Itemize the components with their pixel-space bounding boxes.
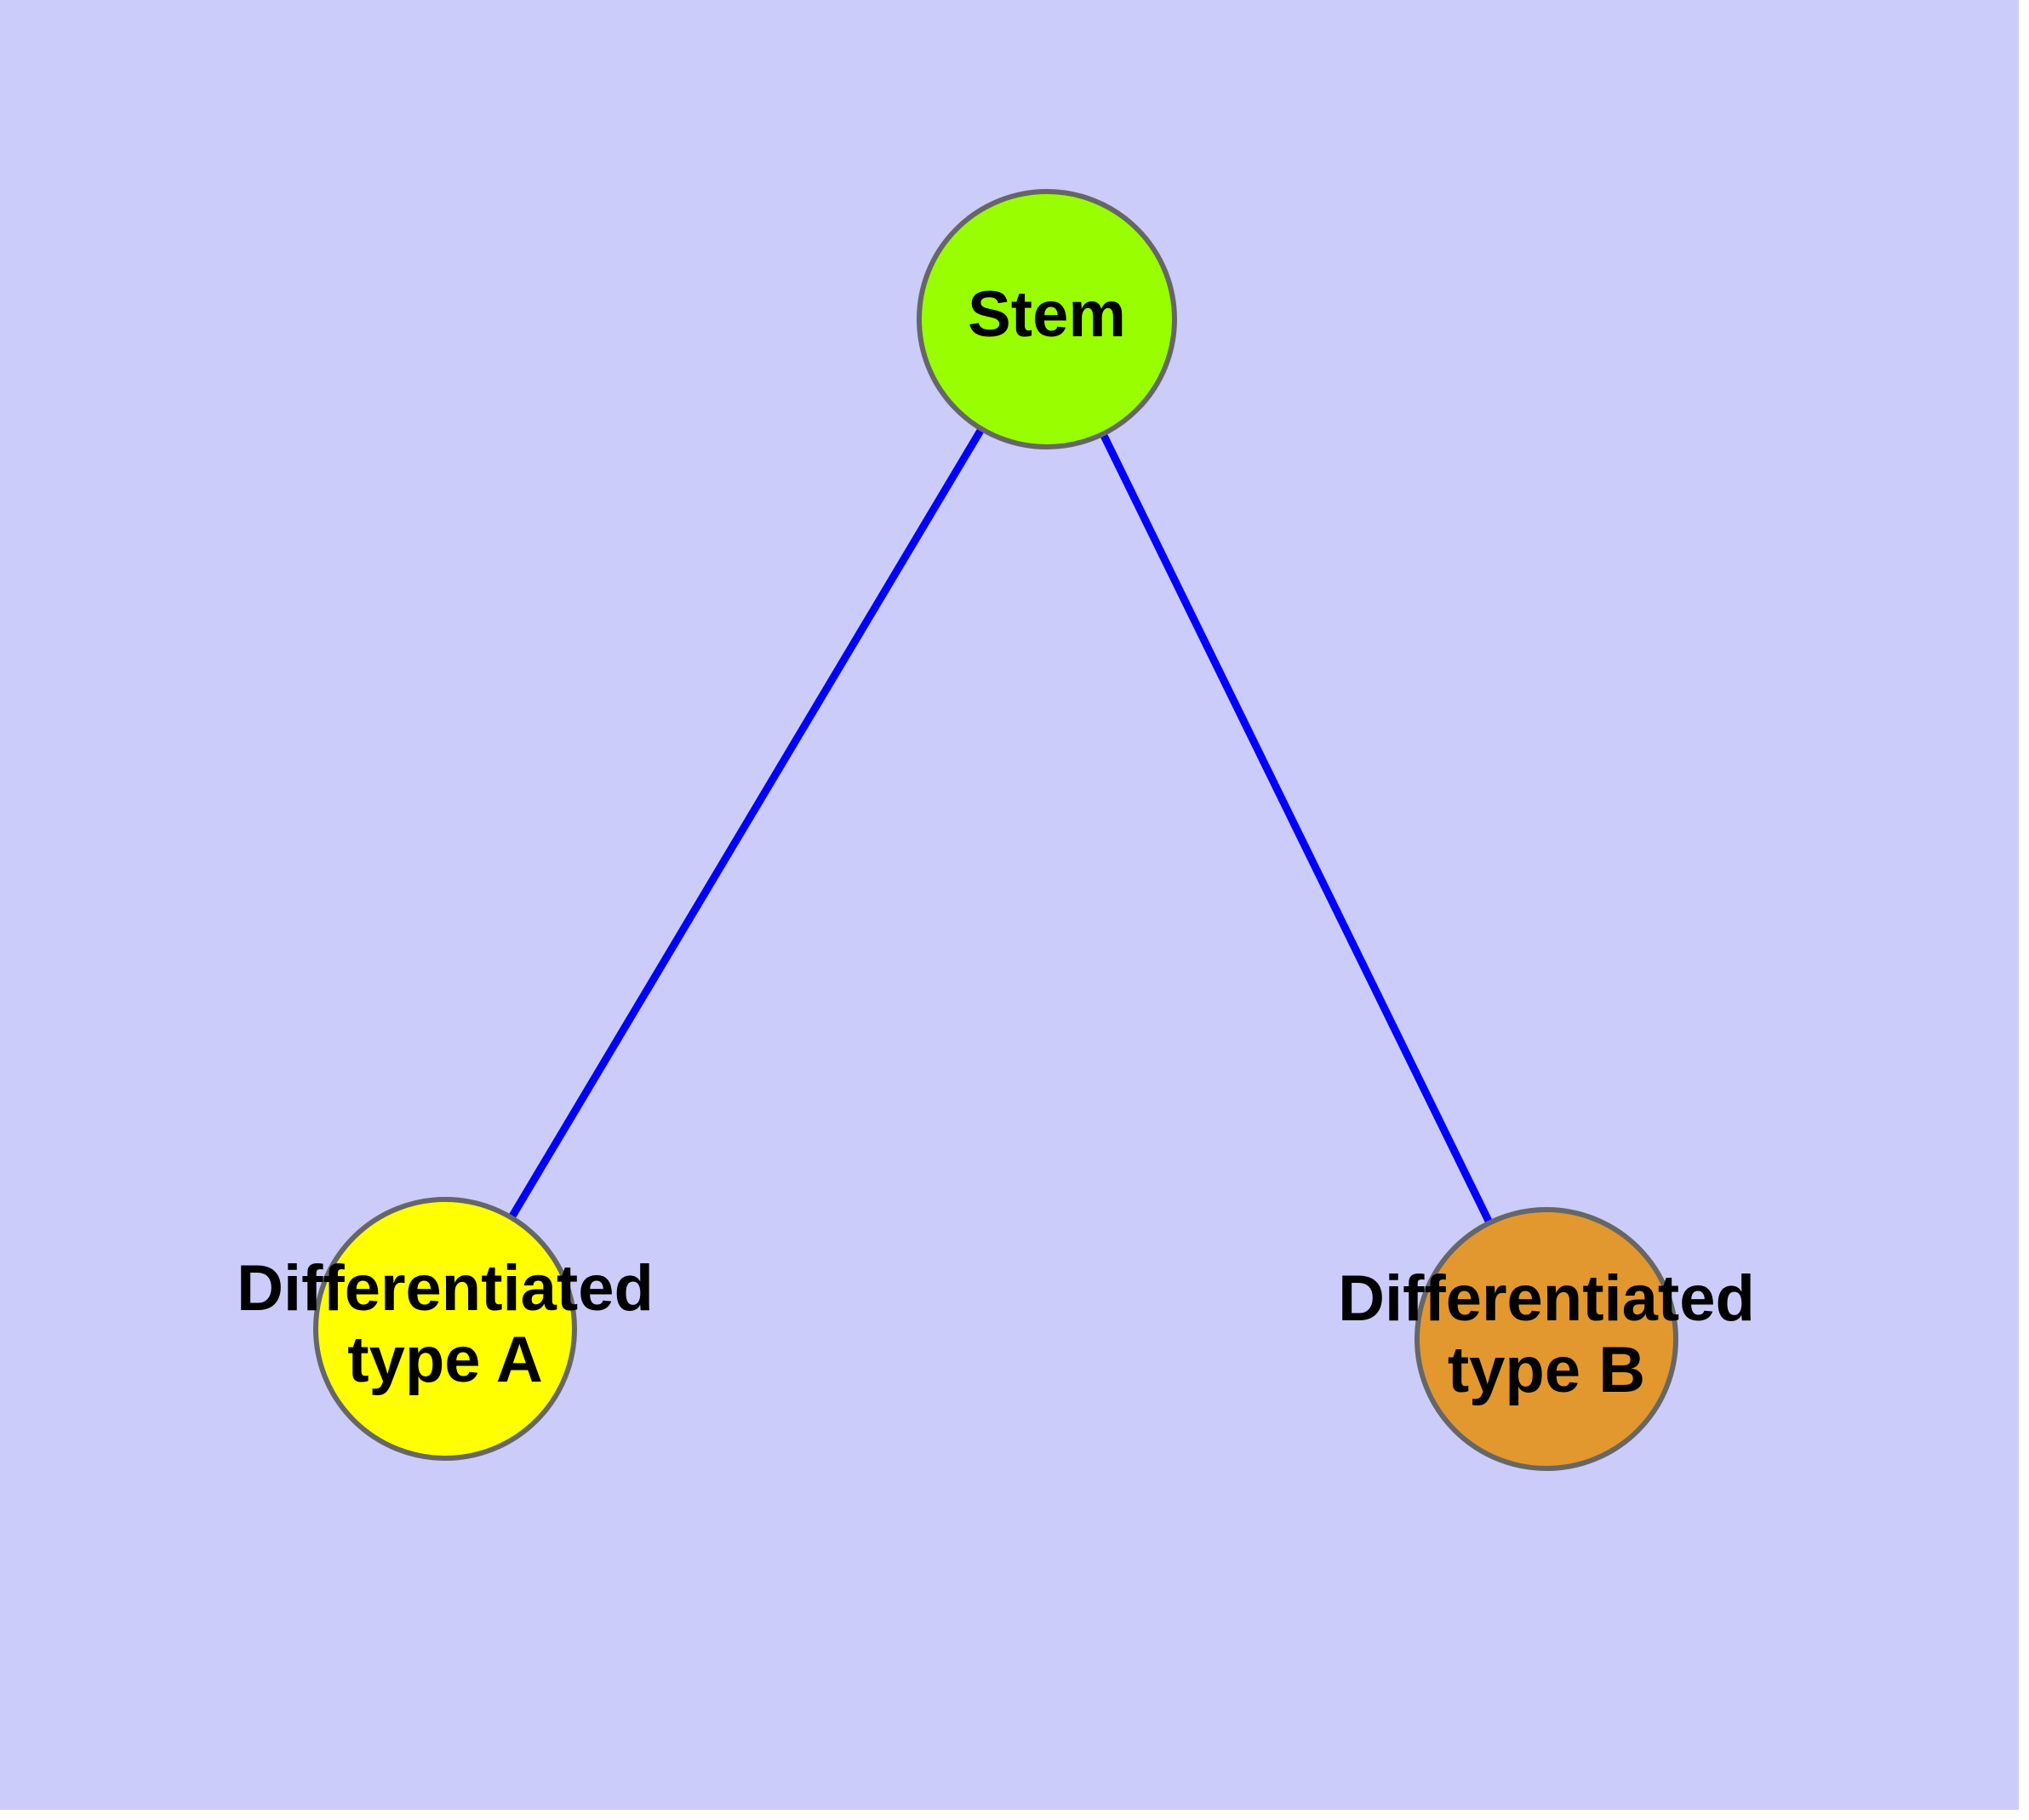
graph-node-diff_b[interactable]: [1415, 1207, 1678, 1471]
graph-node-label-line: type B: [1448, 1334, 1645, 1406]
graph-node-label-stem: Stem: [968, 278, 1126, 351]
graph-node-label-line: Differentiated: [237, 1252, 654, 1325]
graph-node-label-line: Stem: [968, 278, 1126, 351]
graph-node-label-line: type A: [347, 1324, 542, 1396]
graph-edge-stem-diff_a[interactable]: [506, 425, 986, 1222]
graph-edge-stem-diff_b[interactable]: [1099, 430, 1495, 1227]
graph-node-label-line: Differentiated: [1338, 1262, 1755, 1335]
nodes-layer: [313, 189, 1678, 1471]
graph-node-stem[interactable]: [917, 189, 1177, 449]
graph-node-diff_a[interactable]: [313, 1197, 577, 1461]
edges-layer: [506, 425, 1495, 1227]
